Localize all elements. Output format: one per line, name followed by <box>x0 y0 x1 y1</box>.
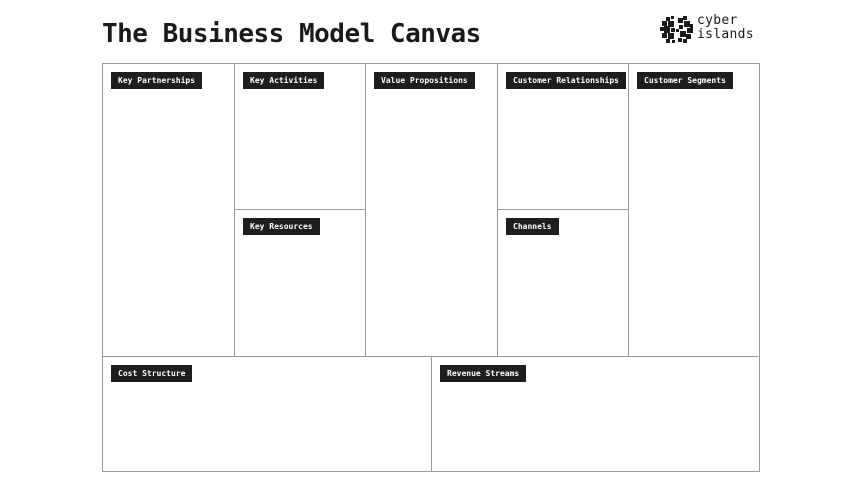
block-label-key-partnerships: Key Partnerships <box>111 72 203 89</box>
block-key-resources[interactable]: Key Resources <box>235 210 366 356</box>
block-label-value-propositions: Value Propositions <box>374 72 475 89</box>
block-customer-relationships[interactable]: Customer Relationships <box>498 64 629 210</box>
block-label-customer-relationships: Customer Relationships <box>506 72 626 89</box>
block-label-customer-segments: Customer Segments <box>637 72 733 89</box>
brand-logo: cyber islands <box>660 14 764 46</box>
page-title: The Business Model Canvas <box>102 19 481 49</box>
block-customer-segments[interactable]: Customer Segments <box>629 64 759 356</box>
block-key-partnerships[interactable]: Key Partnerships <box>103 64 235 356</box>
logo-line-1: cyber <box>697 13 738 28</box>
block-cost-structure[interactable]: Cost Structure <box>103 356 432 471</box>
block-key-activities[interactable]: Key Activities <box>235 64 366 210</box>
block-label-revenue-streams: Revenue Streams <box>440 365 527 382</box>
block-label-key-resources: Key Resources <box>243 218 320 235</box>
block-channels[interactable]: Channels <box>498 210 629 356</box>
business-model-canvas: Key Partnerships Key Activities Key Reso… <box>102 63 760 472</box>
block-label-key-activities: Key Activities <box>243 72 325 89</box>
block-value-propositions[interactable]: Value Propositions <box>366 64 498 356</box>
cyber-islands-logo-icon <box>660 16 693 43</box>
block-label-cost-structure: Cost Structure <box>111 365 193 382</box>
block-revenue-streams[interactable]: Revenue Streams <box>432 356 759 471</box>
logo-line-2: islands <box>697 27 754 42</box>
block-label-channels: Channels <box>506 218 559 235</box>
logo-wordmark: cyber islands <box>697 14 754 42</box>
